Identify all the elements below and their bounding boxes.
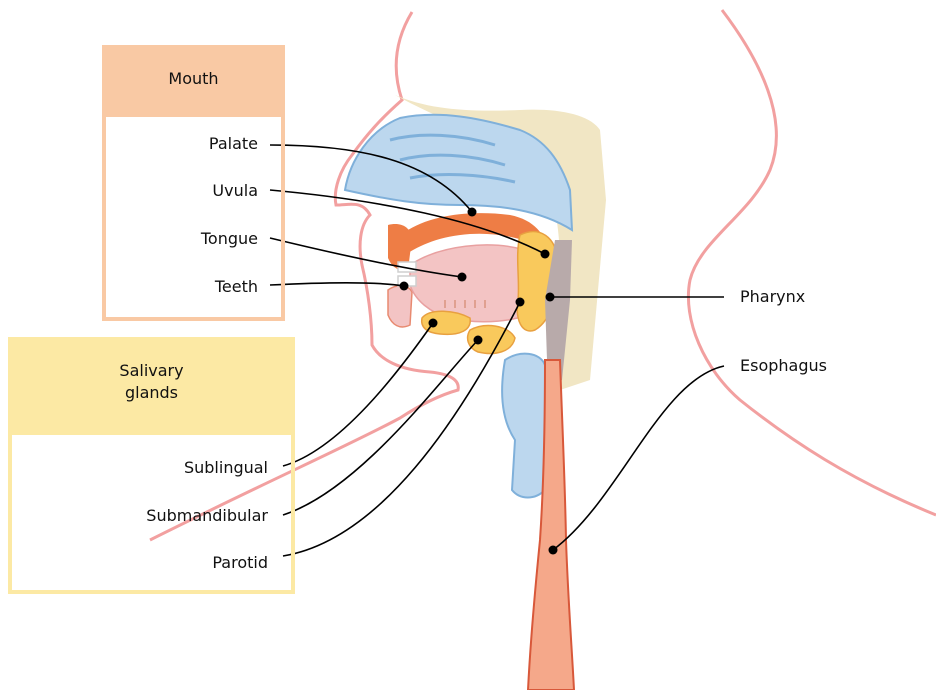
- dot-esophagus: [549, 546, 558, 555]
- dot-pharynx: [546, 293, 555, 302]
- larynx-trachea: [502, 354, 548, 498]
- lower-lip: [388, 286, 412, 327]
- neck-back-outline: [688, 10, 936, 515]
- dot-parotid: [516, 298, 525, 307]
- label-palate: Palate: [209, 134, 258, 154]
- dot-tongue: [458, 273, 467, 282]
- label-esophagus: Esophagus: [740, 356, 827, 376]
- salivary-box-title: Salivary glands: [10, 360, 293, 404]
- label-teeth: Teeth: [215, 277, 258, 297]
- dot-uvula: [541, 250, 550, 259]
- leader-teeth: [270, 283, 404, 286]
- label-submandibular: Submandibular: [146, 506, 268, 526]
- dot-teeth: [400, 282, 409, 291]
- mouth-box-title: Mouth: [104, 68, 283, 90]
- label-uvula: Uvula: [212, 181, 258, 201]
- leader-esophagus: [553, 366, 724, 550]
- label-parotid: Parotid: [212, 553, 268, 573]
- leader-sublingual: [283, 323, 433, 466]
- dot-sublingual: [429, 319, 438, 328]
- label-pharynx: Pharynx: [740, 287, 805, 307]
- label-tongue: Tongue: [201, 229, 258, 249]
- label-sublingual: Sublingual: [184, 458, 268, 478]
- dot-submandibular: [474, 336, 483, 345]
- salivary-title-line1: Salivary: [10, 360, 293, 382]
- dot-palate: [468, 208, 477, 217]
- salivary-title-line2: glands: [10, 382, 293, 404]
